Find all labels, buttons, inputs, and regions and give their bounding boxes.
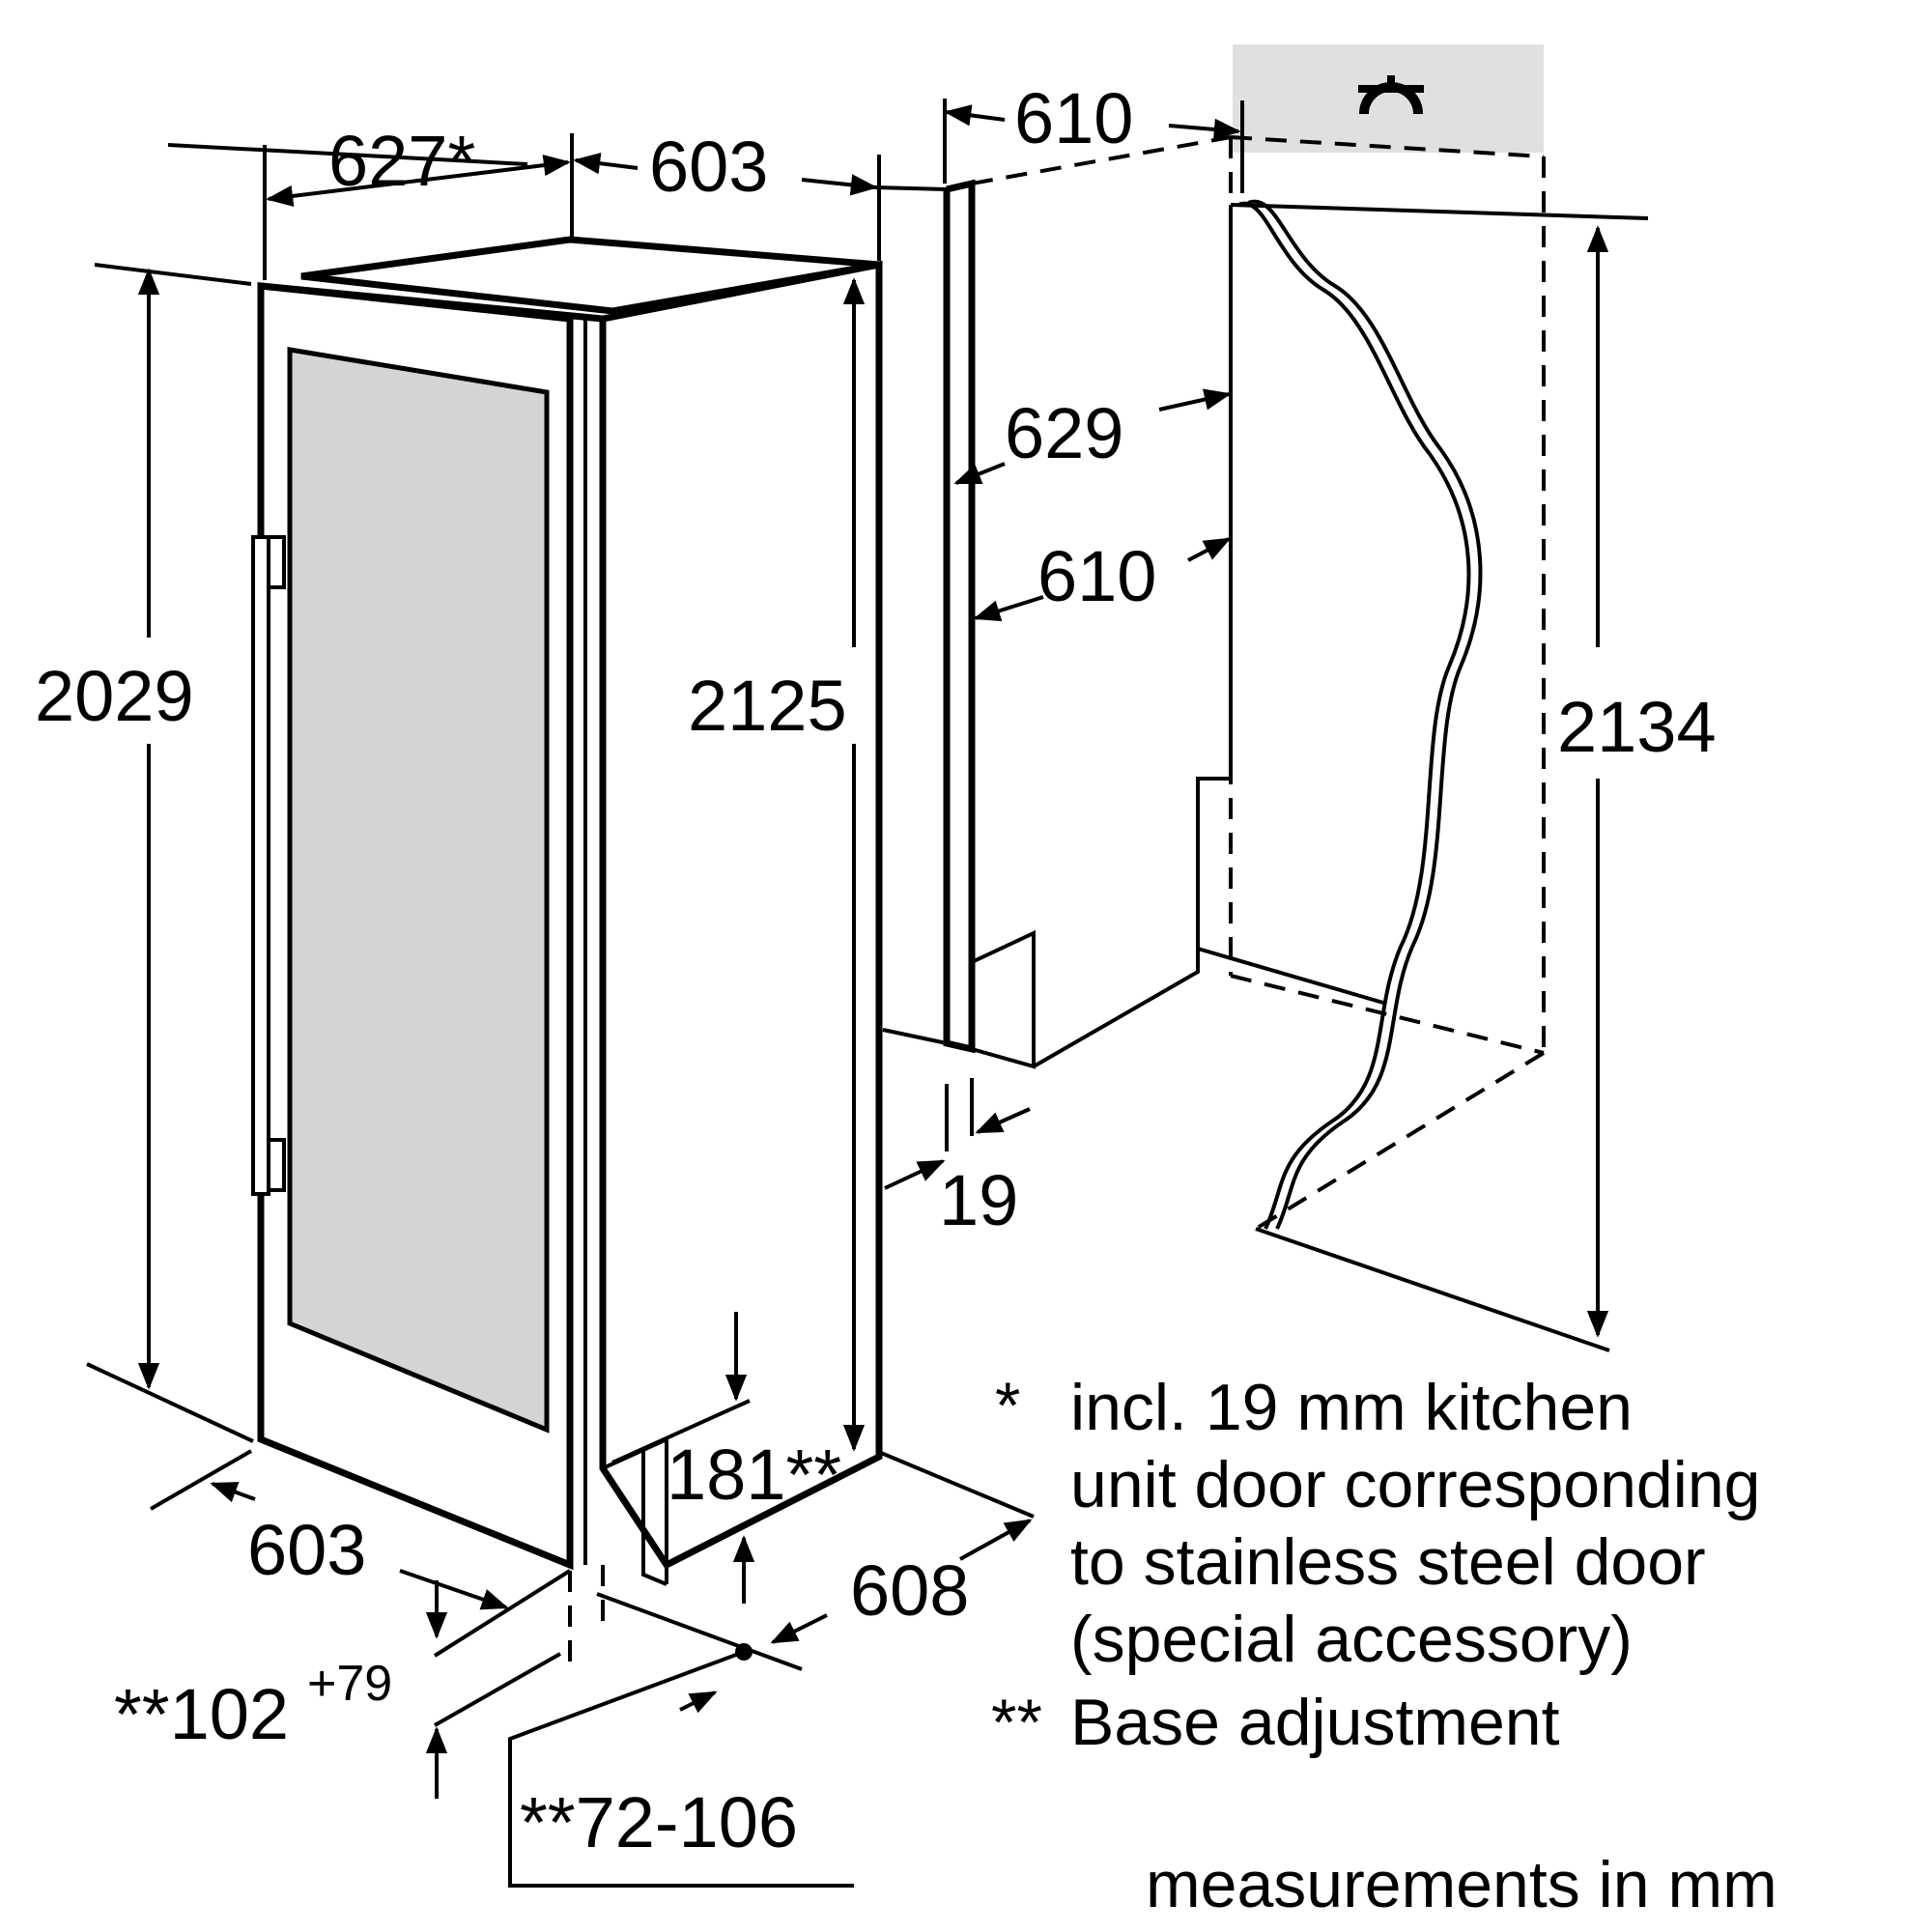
legend-star-line4: (special accessory) — [1070, 1603, 1633, 1676]
legend-double-star-mark: ** — [991, 1686, 1042, 1759]
label-panel-thickness: 19 — [939, 1160, 1018, 1240]
label-plinth-range: **72-106 — [520, 1782, 798, 1862]
label-height-left: 2029 — [35, 656, 194, 736]
legend-double-star-text: Base adjustment — [1070, 1686, 1560, 1759]
label-niche-depth-lower: 610 — [1037, 536, 1156, 616]
label-niche-height: 2134 — [1557, 687, 1717, 767]
appliance-side — [599, 260, 883, 1570]
label-top-left-width: 627* — [328, 121, 475, 201]
niche-cabinet — [882, 44, 1649, 1352]
label-bottom-depth: 608 — [850, 1550, 969, 1631]
ceiling-area — [1233, 44, 1544, 153]
label-niche-depth-upper: 629 — [1005, 393, 1123, 473]
legend-star-mark: * — [995, 1369, 1020, 1442]
break-line — [1237, 201, 1471, 1230]
side-panel-left — [943, 179, 976, 1054]
legend-star-line1: incl. 19 mm kitchen — [1070, 1371, 1633, 1444]
legend-star-line2: unit door corresponding — [1070, 1448, 1760, 1521]
legend: * incl. 19 mm kitchen unit door correspo… — [991, 1369, 1777, 1921]
units-note: measurements in mm — [1146, 1848, 1777, 1921]
label-top-right-width: 603 — [649, 127, 768, 207]
label-base-adjust-sup: +79 — [307, 1656, 392, 1712]
ventilation-icon — [1358, 75, 1424, 115]
label-niche-width: 610 — [1014, 78, 1133, 158]
label-base-adjust: **102 — [114, 1674, 289, 1754]
label-height-right: 2125 — [688, 666, 847, 746]
glass-panel — [287, 347, 550, 1434]
door-handle — [251, 535, 270, 1196]
legend-star-line3: to stainless steel door — [1070, 1525, 1706, 1599]
label-bottom-width: 603 — [247, 1510, 366, 1590]
appliance — [251, 236, 883, 1586]
label-base-height: 181** — [667, 1435, 841, 1515]
dimension-lines — [86, 99, 1609, 1888]
dimension-labels: 627* 603 610 629 610 2029 2125 2134 19 1… — [35, 78, 1717, 1862]
